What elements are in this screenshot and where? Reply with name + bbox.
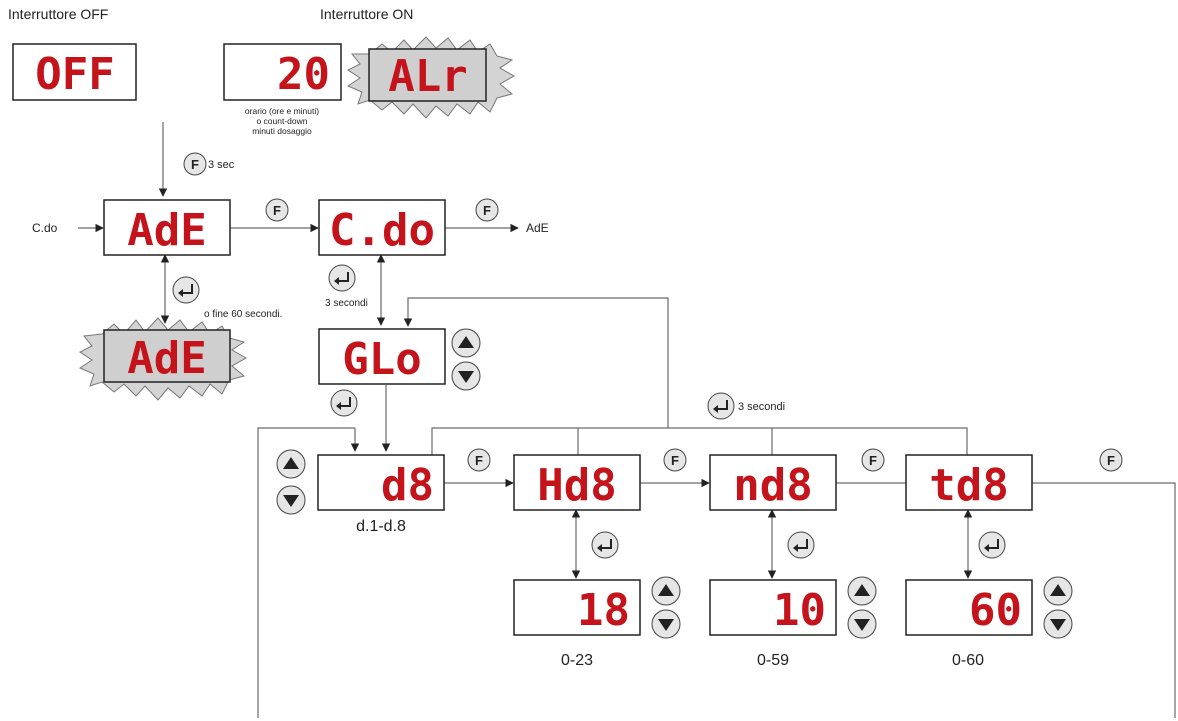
f-key-icon[interactable]: F: [475, 198, 499, 222]
enter-icon[interactable]: [978, 531, 1006, 559]
display-60-text: 60: [969, 585, 1022, 636]
note-line-1: orario (ore e minuti): [245, 106, 319, 116]
f-key-icon[interactable]: F: [467, 448, 491, 472]
display-60: 60: [905, 579, 1033, 636]
three-seconds-label: 3 secondi: [325, 298, 368, 309]
range-minutes-label: 0-59: [757, 652, 789, 669]
cdo-input-label: C.do: [32, 221, 58, 235]
f-3sec-label: 3 sec: [208, 159, 235, 171]
note-line-3: minuti dosaggio: [252, 126, 312, 136]
display-nd8-text: nd8: [733, 460, 812, 511]
svg-text:F: F: [671, 453, 679, 468]
arrow-down-icon[interactable]: [847, 609, 877, 639]
loop-line-top: [403, 297, 669, 428]
display-ade: AdE: [103, 199, 231, 256]
display-td8: td8: [905, 454, 1033, 511]
display-d8: d8: [317, 454, 445, 511]
display-18-text: 18: [577, 585, 630, 636]
svg-text:F: F: [475, 453, 483, 468]
enter-icon[interactable]: [787, 531, 815, 559]
display-cdo-text: C.do: [329, 205, 435, 256]
svg-text:F: F: [869, 453, 877, 468]
f-key-icon[interactable]: F: [1099, 448, 1123, 472]
display-ade-blink: AdE: [103, 329, 231, 384]
display-10: 10: [709, 579, 837, 636]
arrow-up-icon[interactable]: [451, 328, 481, 358]
display-hd8-text: Hd8: [537, 460, 616, 511]
f-key-icon[interactable]: F: [265, 198, 289, 222]
display-td8-text: td8: [929, 460, 1008, 511]
display-ade-text: AdE: [127, 205, 206, 256]
enter-3sec-label: 3 secondi: [738, 401, 785, 413]
f-key-icon[interactable]: F: [663, 448, 687, 472]
arrow-down-icon[interactable]: [1043, 609, 1073, 639]
svg-text:F: F: [1107, 453, 1115, 468]
enter-icon[interactable]: [707, 392, 735, 420]
loop-line-row: [431, 427, 968, 455]
svg-text:F: F: [273, 203, 281, 218]
display-20-text: 20: [277, 49, 330, 100]
display-20: 20: [223, 43, 342, 101]
ade-output-label: AdE: [526, 221, 549, 235]
end-60-label: o fine 60 secondi.: [204, 309, 282, 320]
note-line-2: o count-down: [256, 116, 307, 126]
range-time-label: 0-60: [952, 652, 984, 669]
enter-icon[interactable]: [328, 264, 356, 292]
arrow-down-icon[interactable]: [451, 361, 481, 391]
enter-icon[interactable]: [591, 531, 619, 559]
display-alr: ALr: [368, 48, 487, 102]
connectors: [78, 122, 1176, 718]
display-10-text: 10: [773, 585, 826, 636]
display-off-text: OFF: [35, 49, 114, 100]
arrow-down-icon[interactable]: [276, 485, 306, 515]
display-glo-text: GLo: [342, 334, 421, 385]
arrow-up-icon[interactable]: [276, 449, 306, 479]
enter-icon[interactable]: [330, 389, 358, 417]
arrow-up-icon[interactable]: [651, 576, 681, 606]
range-d8-label: d.1-d.8: [356, 518, 406, 535]
display-d8-text: d8: [381, 460, 434, 511]
display-ade-blink-text: AdE: [127, 333, 206, 384]
display-cdo: C.do: [318, 199, 446, 256]
display-18: 18: [513, 579, 641, 636]
f-key-icon[interactable]: F: [861, 448, 885, 472]
display-off: OFF: [12, 43, 137, 101]
display-alr-text: ALr: [388, 51, 467, 102]
svg-text:F: F: [483, 203, 491, 218]
arrow-up-icon[interactable]: [1043, 576, 1073, 606]
range-hours-label: 0-23: [561, 652, 593, 669]
line-td8-out: [1032, 482, 1176, 718]
arrow-up-icon[interactable]: [847, 576, 877, 606]
switch-off-label: Interruttore OFF: [8, 6, 108, 22]
loop-line-left: [257, 427, 355, 718]
switch-on-label: Interruttore ON: [320, 6, 413, 22]
display-nd8: nd8: [709, 454, 837, 511]
display-hd8: Hd8: [513, 454, 641, 511]
f-key-icon[interactable]: F: [183, 152, 207, 176]
display-glo: GLo: [318, 328, 446, 385]
svg-text:F: F: [191, 157, 199, 172]
arrow-down-icon[interactable]: [651, 609, 681, 639]
enter-icon[interactable]: [172, 276, 200, 304]
